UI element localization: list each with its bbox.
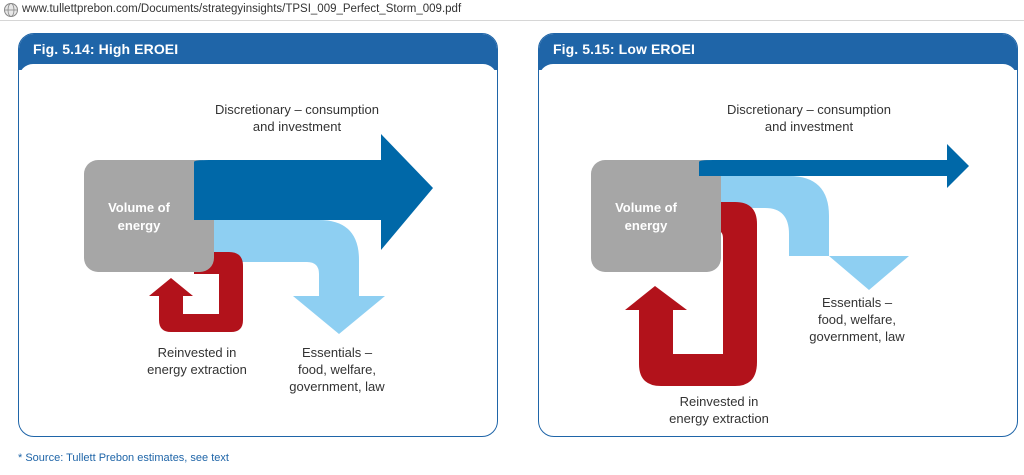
essentials-label: Essentials – [302,345,373,360]
discretionary-label: and investment [253,119,342,134]
panel-title: Fig. 5.14: High EROEI [33,41,179,57]
volume-label: Volume of [615,200,678,215]
essentials-label: food, welfare, [298,362,376,377]
reinvested-flow [625,202,757,386]
reinvested-label: Reinvested in [158,345,237,360]
essentials-flow [699,176,909,290]
discretionary-flow [194,134,433,250]
volume-box [591,160,721,272]
url-text[interactable]: www.tullettprebon.com/Documents/strategy… [22,3,462,15]
figure-panel-low-eroei: Fig. 5.15: Low EROEI Volume of energy Di… [538,33,1018,437]
high-eroei-diagram: Volume of energy Discretionary – consump… [84,102,433,394]
reinvested-label: energy extraction [669,411,769,426]
panel-header [539,34,1017,78]
essentials-label: government, law [809,329,905,344]
volume-box [84,160,214,272]
essentials-label: government, law [289,379,385,394]
reinvested-label: energy extraction [147,362,247,377]
low-eroei-diagram: Volume of energy Discretionary – consump… [591,102,969,426]
panel-title: Fig. 5.15: Low EROEI [553,41,696,57]
source-footnote: * Source: Tullett Prebon estimates, see … [18,452,229,464]
volume-label: Volume of [108,200,171,215]
essentials-label: food, welfare, [818,312,896,327]
globe-icon [4,3,18,17]
address-bar[interactable]: www.tullettprebon.com/Documents/strategy… [0,0,1024,21]
figure-panel-high-eroei: Fig. 5.14: High EROEI Volume of energy D… [18,33,498,437]
volume-label: energy [625,218,668,233]
discretionary-label: Discretionary – consumption [727,102,891,117]
discretionary-label: Discretionary – consumption [215,102,379,117]
discretionary-flow [699,144,969,188]
reinvested-label: Reinvested in [680,394,759,409]
essentials-flow [194,220,385,334]
reinvested-flow [149,252,243,332]
essentials-label: Essentials – [822,295,893,310]
panel-header [19,34,497,78]
volume-label: energy [118,218,161,233]
discretionary-label: and investment [765,119,854,134]
